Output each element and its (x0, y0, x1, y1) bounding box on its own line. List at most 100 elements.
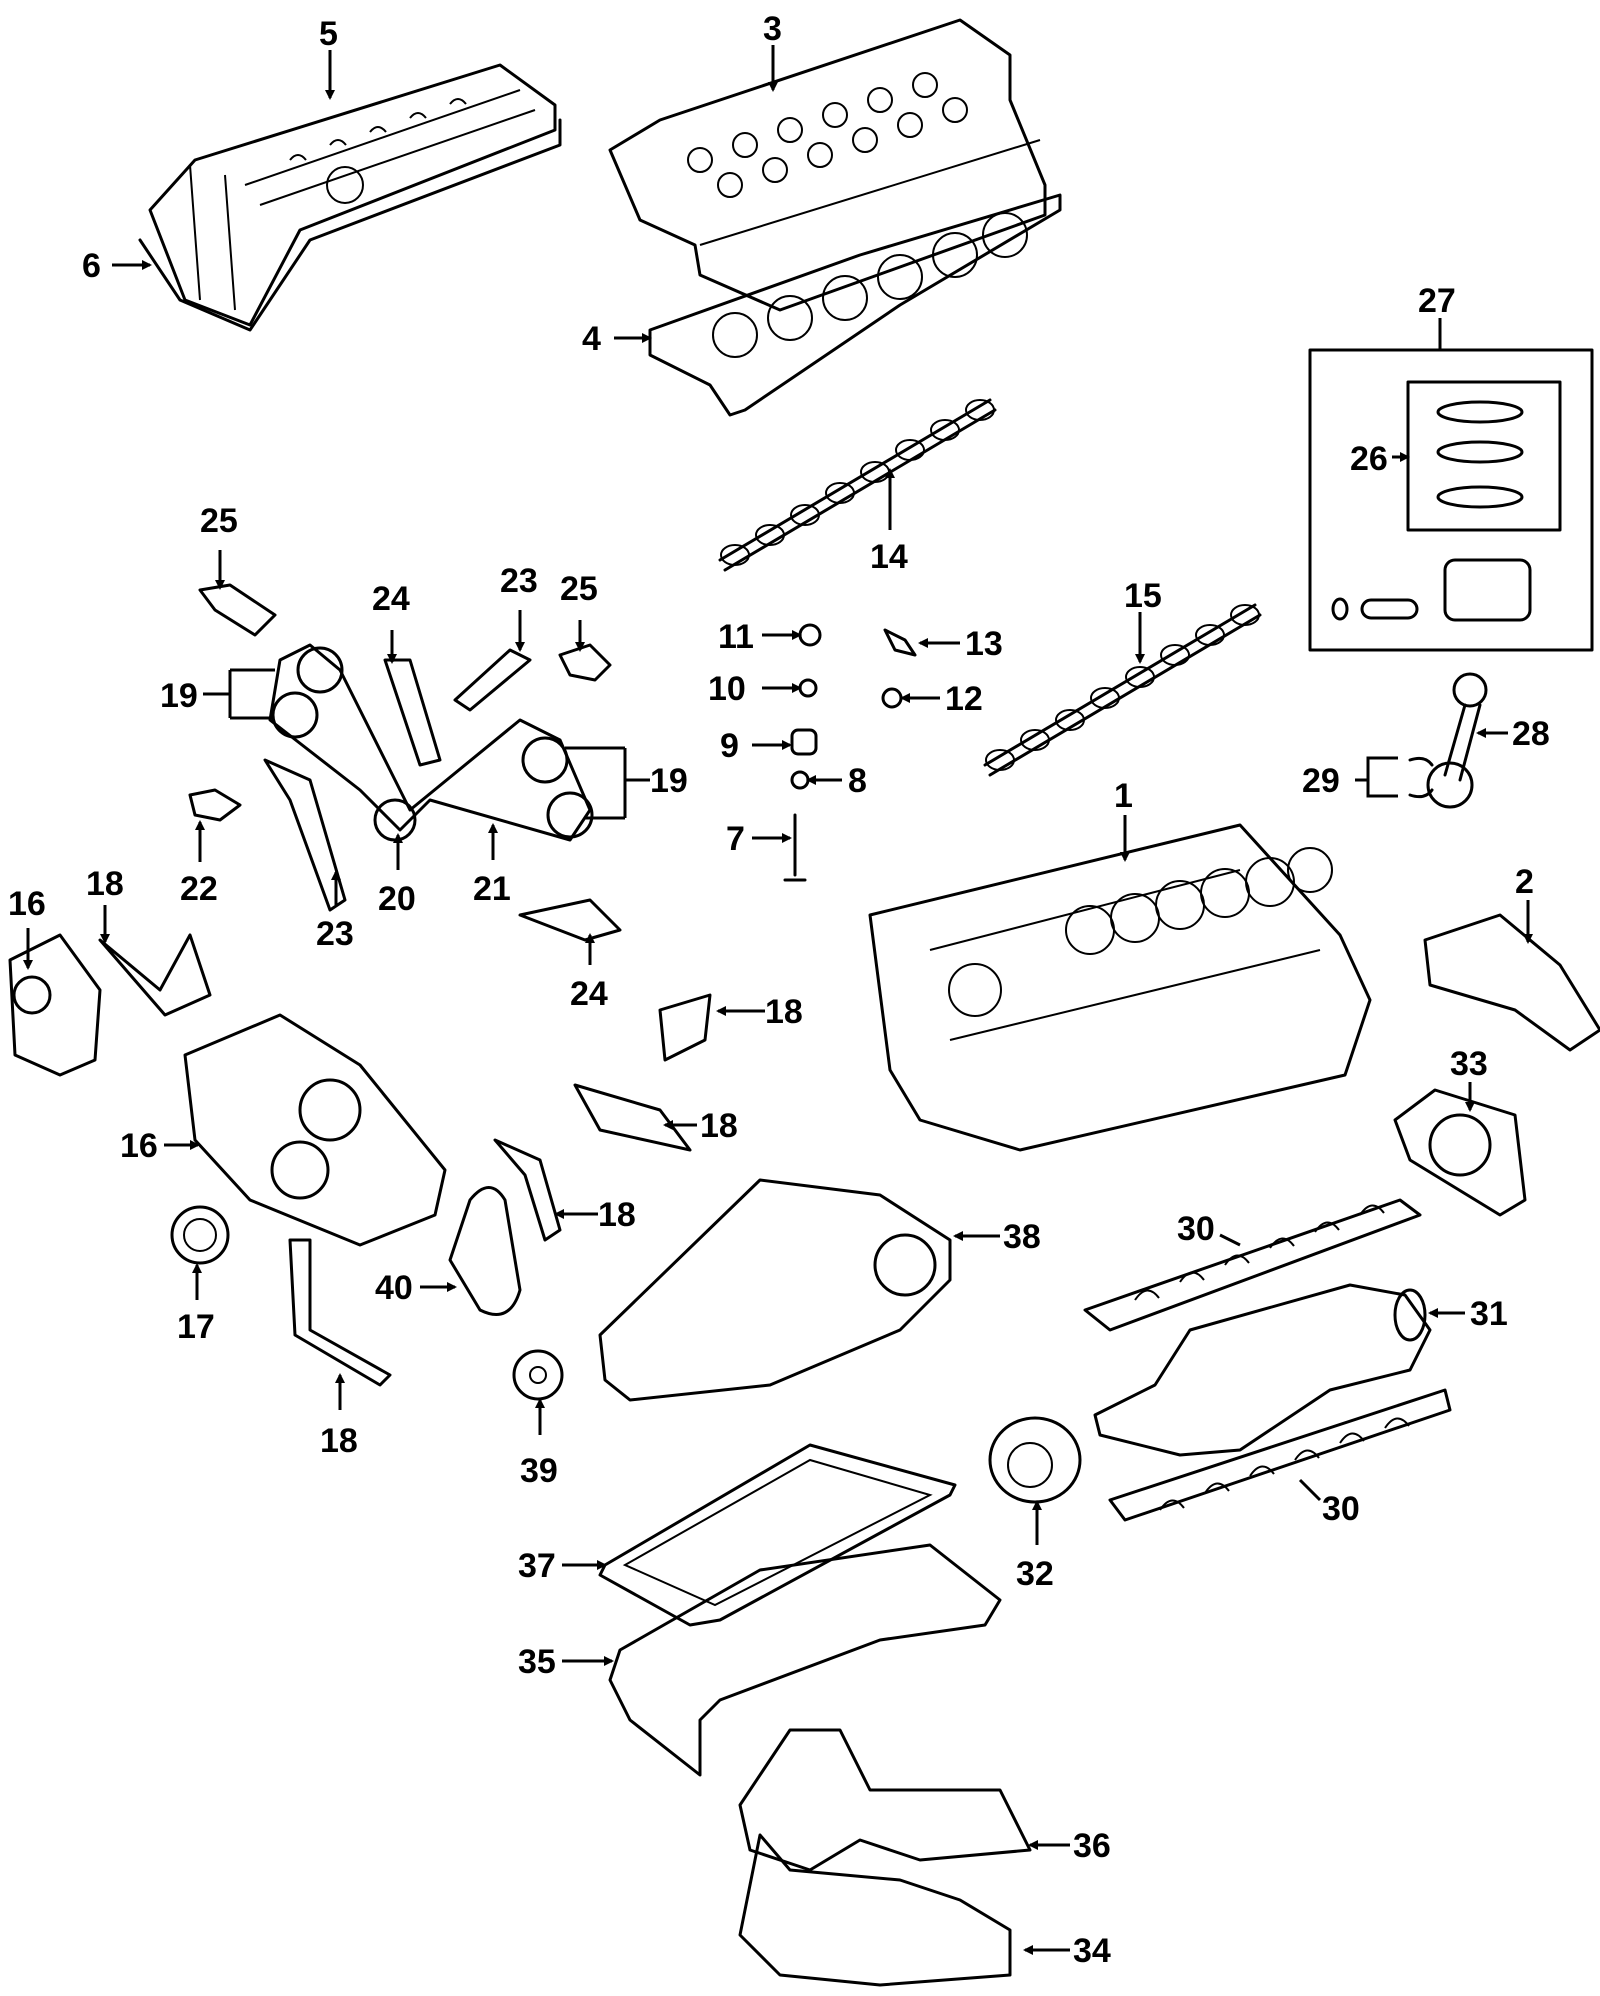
callout-1: 1 (1114, 777, 1133, 815)
chain-guide-24b (518, 898, 622, 942)
callout-13: 13 (965, 625, 1003, 663)
bracket-25a (198, 583, 277, 637)
camshaft-intake (718, 398, 997, 572)
callout-10: 10 (708, 670, 746, 708)
callout-25a: 25 (200, 502, 238, 540)
callout-18c: 18 (700, 1107, 738, 1145)
bracket-25b (558, 643, 612, 682)
sprocket-right (521, 736, 594, 839)
valve-spring (790, 728, 818, 756)
callout-7: 7 (726, 820, 745, 858)
callout-36: 36 (1073, 1827, 1111, 1865)
callout-39: 39 (520, 1452, 558, 1490)
oil-pan-lower-34 (738, 1833, 1012, 1987)
crank-pulley (988, 1416, 1082, 1504)
head-gasket (648, 193, 1062, 417)
callout-30b: 30 (1322, 1490, 1360, 1528)
chain-guide-left (263, 758, 347, 912)
cylinder-head (608, 18, 1047, 312)
callout-40: 40 (375, 1269, 413, 1307)
oil-pan-gasket-37 (598, 1443, 957, 1627)
callout-21: 21 (473, 870, 511, 908)
callout-35: 35 (518, 1643, 556, 1681)
piston-kit-box (1308, 348, 1594, 652)
timing-chain-upper (268, 643, 592, 842)
callout-18a: 18 (86, 865, 124, 903)
callout-2: 2 (1515, 863, 1534, 901)
oil-pan-upper-35 (608, 1543, 1002, 1777)
tensioner-22 (188, 788, 242, 822)
valve-keeper (798, 678, 818, 698)
leaders (23, 45, 1533, 1955)
timing-cover-small (8, 933, 102, 1077)
chain-rail-23b (453, 648, 532, 712)
callout-25b: 25 (560, 570, 598, 608)
camshaft-exhaust (983, 603, 1262, 777)
callout-32: 32 (1016, 1555, 1054, 1593)
callout-18b: 18 (765, 993, 803, 1031)
callout-3: 3 (763, 10, 782, 48)
callout-27: 27 (1418, 282, 1456, 320)
oil-pump (598, 1178, 952, 1402)
callout-24a: 24 (372, 580, 410, 618)
callout-19b: 19 (650, 762, 688, 800)
callout-4: 4 (582, 320, 601, 358)
callout-23a: 23 (316, 915, 354, 953)
callout-30a: 30 (1177, 1210, 1215, 1248)
callout-8: 8 (848, 762, 867, 800)
callout-12: 12 (945, 680, 983, 718)
chain-guide-24a (383, 658, 442, 767)
valve-spring-retainer (798, 623, 822, 647)
callout-9: 9 (720, 727, 739, 765)
callout-14: 14 (870, 538, 908, 576)
rear-seal-33 (1393, 1088, 1527, 1217)
callout-23b: 23 (500, 562, 538, 600)
callout-26: 26 (1350, 440, 1388, 478)
callout-38: 38 (1003, 1218, 1041, 1256)
bracket-18a (98, 933, 212, 1017)
timing-cover-main (183, 1013, 447, 1247)
callout-31: 31 (1470, 1295, 1508, 1333)
callout-16a: 16 (8, 885, 46, 923)
main-bearings-upper (1083, 1198, 1422, 1332)
engine-block (868, 823, 1372, 1152)
callout-16b: 16 (120, 1127, 158, 1165)
bracket-18d (658, 993, 712, 1062)
valve-cover-gasket (138, 118, 562, 332)
oil-pan-gasket-36 (738, 1728, 1032, 1872)
callout-5: 5 (319, 15, 338, 53)
connecting-rod (1426, 672, 1488, 809)
callout-29: 29 (1302, 762, 1340, 800)
callout-22: 22 (180, 870, 218, 908)
callout-28: 28 (1512, 715, 1550, 753)
oil-pump-sprocket (512, 1349, 564, 1401)
main-bearings-lower (1108, 1388, 1452, 1522)
bracket-18b (493, 1138, 562, 1242)
callout-6: 6 (82, 247, 101, 285)
callout-11: 11 (718, 618, 754, 656)
valve (783, 813, 807, 882)
callout-19a: 19 (160, 677, 198, 715)
bracket-18c (288, 1238, 392, 1387)
callout-18e: 18 (320, 1422, 358, 1460)
callout-labels: 5 6 3 4 27 26 14 15 11 10 9 8 7 12 13 1 … (8, 10, 1550, 1970)
callout-18d: 18 (598, 1196, 636, 1234)
rear-cover-2 (1423, 913, 1600, 1052)
rod-bearings (1408, 756, 1434, 799)
bracket-18e (573, 1083, 692, 1152)
valve-cover (148, 63, 557, 327)
callout-33: 33 (1450, 1045, 1488, 1083)
callout-37: 37 (518, 1547, 556, 1585)
callout-17: 17 (177, 1308, 215, 1346)
oil-pump-chain (448, 1186, 522, 1316)
callout-24b: 24 (570, 975, 608, 1013)
crankshaft (1093, 1283, 1432, 1457)
rocker-arm (883, 628, 917, 657)
callout-20: 20 (378, 880, 416, 918)
sprocket-upper-left (271, 646, 344, 739)
crank-seal (170, 1205, 230, 1265)
callout-34: 34 (1073, 1932, 1111, 1970)
lash-adjuster (881, 687, 903, 709)
valve-seal (790, 770, 810, 790)
